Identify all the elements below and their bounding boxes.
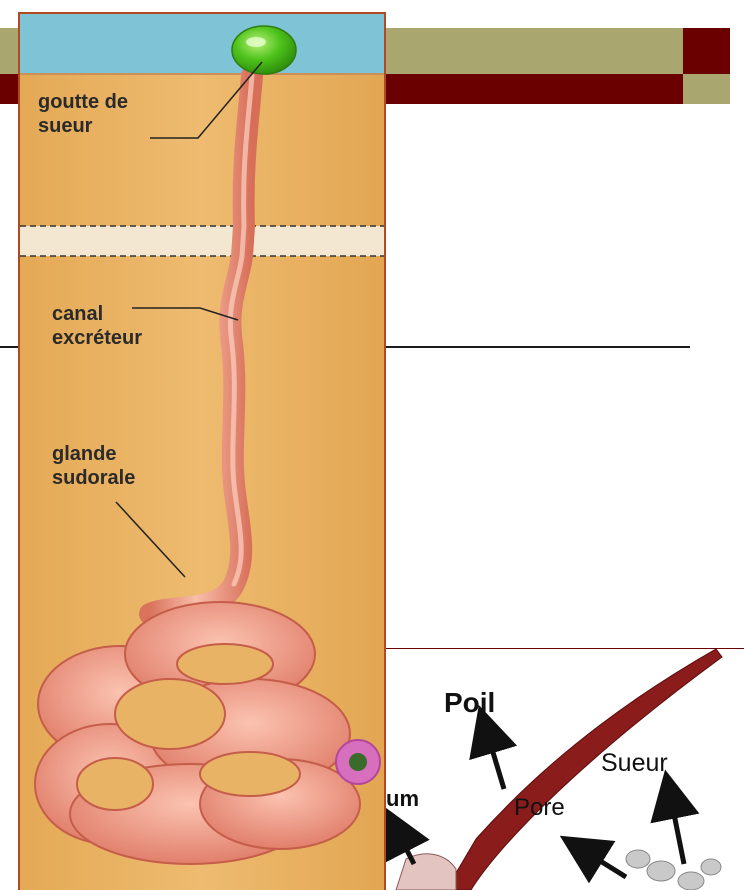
label-sweat-gland-line1: glande [52, 442, 135, 466]
sebaceous-gland-hint [396, 854, 456, 890]
label-sweat-drop: goutte de sueur [38, 90, 128, 138]
corner-square-red [683, 28, 730, 74]
label-excretory-duct: canal excréteur [52, 302, 142, 350]
label-excretory-duct-line2: excréteur [52, 326, 142, 350]
skin-section-fragment: Poil Sueur Pore um [386, 649, 744, 890]
arrow-sueur [670, 794, 684, 864]
label-sweat-drop-line1: goutte de [38, 90, 128, 114]
label-sueur: Sueur [601, 749, 668, 778]
skin-section-drawing [386, 649, 744, 890]
section-cut-band [20, 226, 384, 256]
label-sweat-gland-line2: sudorale [52, 466, 135, 490]
skin-surface [20, 14, 384, 74]
label-poil: Poil [444, 687, 495, 719]
arrow-partial [396, 829, 414, 864]
arrow-poil [486, 729, 504, 789]
corner-gap [730, 28, 744, 104]
sweat-drop [232, 26, 296, 74]
label-pore: Pore [514, 794, 565, 822]
label-sweat-drop-line2: sueur [38, 114, 128, 138]
sweat-gland-illustration: goutte de sueur canal excréteur glande s… [18, 12, 386, 890]
sweat-droplets [626, 850, 721, 890]
label-excretory-duct-line1: canal [52, 302, 142, 326]
corner-square-olive [683, 74, 730, 104]
label-partial: um [386, 786, 419, 812]
arrow-pore [581, 849, 626, 877]
label-sweat-gland: glande sudorale [52, 442, 135, 490]
